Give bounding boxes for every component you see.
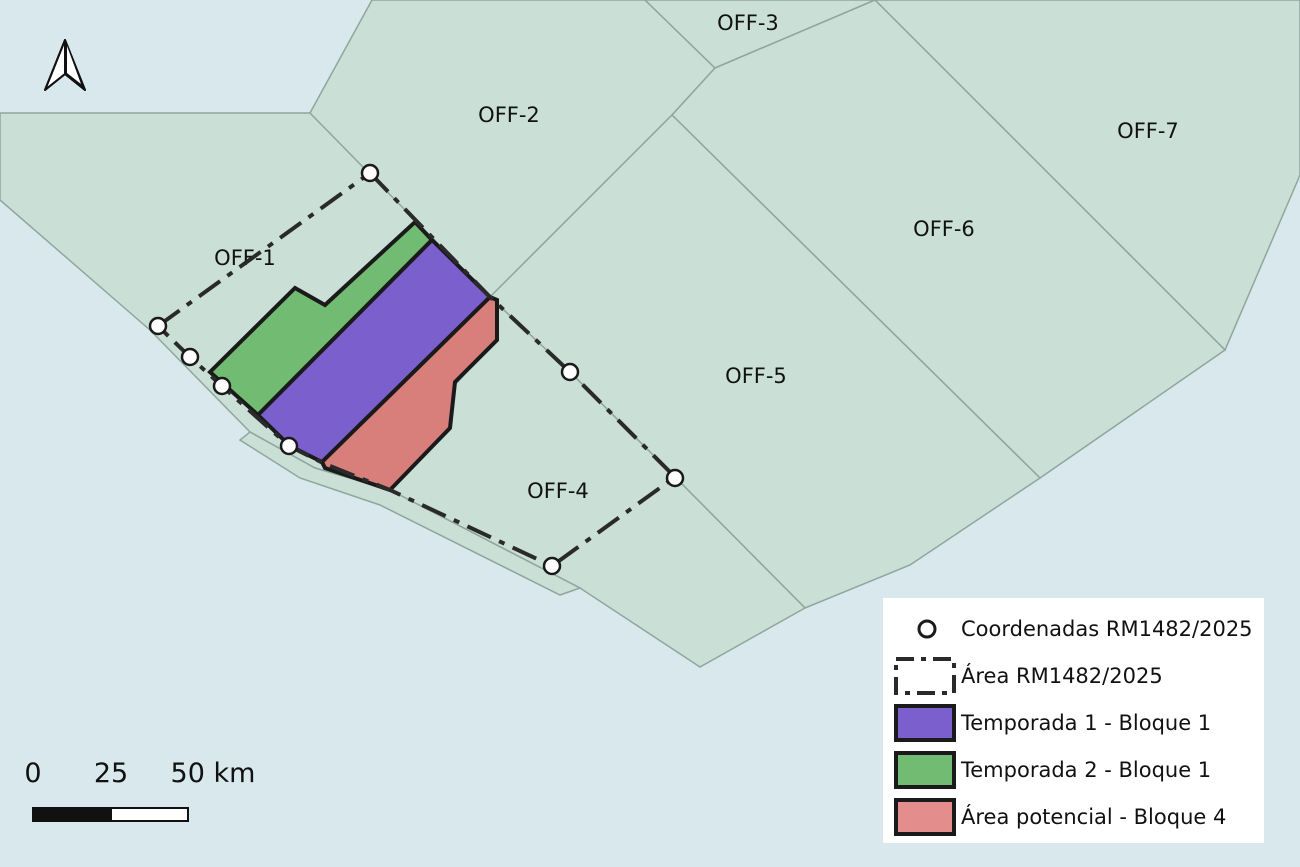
legend-item-temporada-1: Temporada 1 - Bloque 1: [883, 703, 1264, 743]
coordinate-marker: [279, 436, 299, 456]
legend-item-area-rm1482: Área RM1482/2025: [883, 656, 1264, 696]
coordinate-marker: [148, 316, 168, 336]
coordinate-marker: [180, 347, 200, 367]
scale-label-50: 50 km: [171, 758, 256, 789]
coordinate-markers: [148, 163, 685, 576]
legend-item-coordenadas: Coordenadas RM1482/2025: [883, 609, 1264, 649]
legend-label: Temporada 1 - Bloque 1: [961, 711, 1212, 735]
purple-fill-icon: [894, 704, 956, 742]
block-label-off-4: OFF-4: [527, 479, 589, 503]
block-off-6: [670, 0, 1227, 479]
legend-label: Área potencial - Bloque 4: [961, 805, 1227, 829]
legend-label: Área RM1482/2025: [961, 664, 1163, 688]
legend-label: Coordenadas RM1482/2025: [961, 617, 1253, 641]
red-fill-icon: [894, 798, 956, 836]
scale-segment-black: [32, 807, 112, 822]
scale-label-25: 25: [94, 758, 128, 789]
coordinate-marker: [360, 163, 380, 183]
scale-label-0: 0: [24, 758, 41, 789]
block-label-off-5: OFF-5: [725, 364, 787, 388]
scale-bar: 0 25 50 km: [24, 758, 256, 822]
block-label-off-6: OFF-6: [913, 217, 975, 241]
legend-label: Temporada 2 - Bloque 1: [961, 758, 1212, 782]
coordinate-marker: [560, 362, 580, 382]
block-label-off-3: OFF-3: [717, 11, 779, 35]
legend-item-area-potencial: Área potencial - Bloque 4: [883, 797, 1264, 837]
legend-item-temporada-2: Temporada 2 - Bloque 1: [883, 750, 1264, 790]
block-labels: OFF-1 OFF-2 OFF-3 OFF-4 OFF-5 OFF-6 OFF-…: [214, 11, 1179, 503]
north-arrow-icon: [44, 39, 86, 91]
coordinate-marker: [542, 556, 562, 576]
block-off-1-strip: [238, 431, 582, 596]
legend: Coordenadas RM1482/2025 Área RM1482/2025…: [883, 598, 1264, 843]
green-fill-icon: [894, 751, 956, 789]
circle-marker-icon: [917, 619, 937, 639]
coordinate-marker: [665, 468, 685, 488]
offshore-blocks: [0, 0, 1300, 668]
coordinate-marker: [212, 376, 232, 396]
scale-segment-white: [110, 807, 189, 822]
block-label-off-7: OFF-7: [1117, 119, 1179, 143]
block-label-off-2: OFF-2: [478, 103, 540, 127]
dashed-outline-icon: [894, 657, 956, 695]
block-label-off-1: OFF-1: [214, 246, 276, 270]
